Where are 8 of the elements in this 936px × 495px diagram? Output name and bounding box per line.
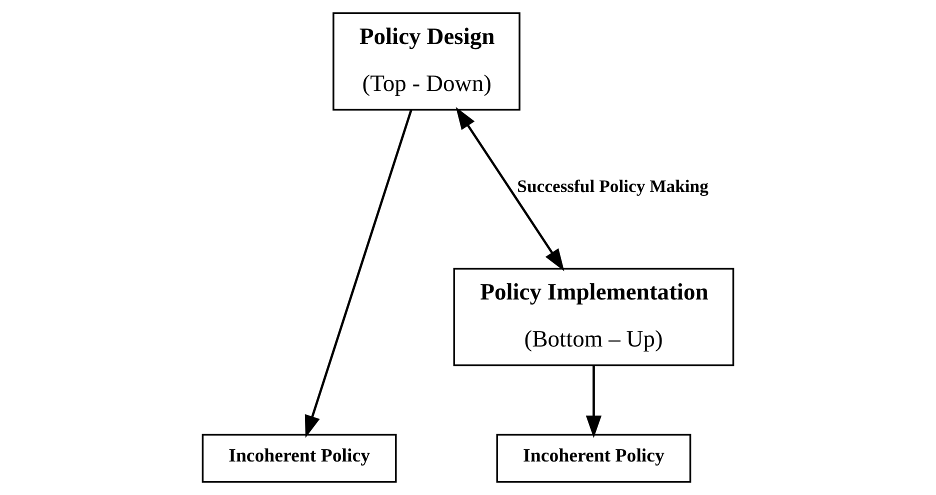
arrow xyxy=(586,366,602,438)
arrow xyxy=(456,106,564,272)
edge-label: Successful Policy Making xyxy=(517,176,708,196)
arrow xyxy=(304,109,412,438)
node-box: Policy Implementation (Bottom – Up) xyxy=(453,268,734,366)
node-box: Incoherent Policy xyxy=(496,434,692,483)
node-box: Incoherent Policy xyxy=(202,434,397,483)
node-box: Policy Design (Top - Down) xyxy=(332,12,520,111)
